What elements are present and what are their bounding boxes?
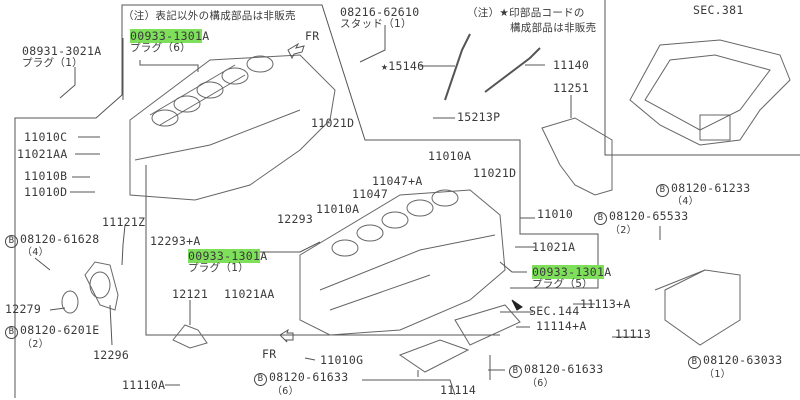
part-qty: （4） [672, 196, 699, 207]
part-label[interactable]: 11114 [440, 383, 477, 397]
part-label[interactable]: 11010A [316, 202, 360, 216]
frame-sec381 [604, 0, 800, 156]
fr-arrow-bottom [279, 328, 294, 343]
note-star-line1: （注）★印部品コードの [467, 7, 585, 19]
part-label[interactable]: 11251 [553, 81, 590, 95]
bolt-marker-icon: B [254, 373, 267, 386]
part-label[interactable]: 11010 [537, 207, 574, 221]
part-label-00933-right[interactable]: 00933-1301A [532, 265, 612, 279]
bolt-marker-icon: B [688, 356, 701, 369]
part-label[interactable]: 08216-62610 [340, 5, 420, 19]
fr-direction-bottom: FR [262, 347, 277, 361]
part-qty: （1） [704, 369, 731, 380]
part-qty: （6） [272, 386, 299, 397]
bolt-marker-icon: B [5, 326, 18, 339]
part-label[interactable]: 11010G [320, 353, 364, 367]
part-label[interactable]: 11010D [24, 185, 68, 199]
part-qty: （2） [22, 339, 49, 350]
bolt-marker-icon: B [656, 184, 669, 197]
part-desc: プラグ（6） [130, 42, 191, 54]
part-label[interactable]: 11021AA [224, 287, 275, 301]
part-label[interactable]: 11010B [24, 169, 68, 183]
frame-upper [14, 4, 535, 398]
sec144-arrow [511, 299, 523, 311]
part-qty: （4） [22, 247, 49, 258]
pump [172, 324, 208, 349]
part-label[interactable]: 11010A [428, 149, 472, 163]
part-label[interactable]: 11113 [615, 327, 652, 341]
part-label[interactable]: 11021A [532, 240, 576, 254]
part-label[interactable]: 11047 [352, 187, 389, 201]
part-qty: （2） [610, 225, 637, 236]
part-desc: プラグ（1） [188, 262, 249, 274]
part-label[interactable]: 11047+A [372, 174, 423, 188]
oil-pan [629, 39, 791, 146]
baffle-plates [398, 269, 741, 373]
part-label[interactable]: 11114+A [536, 319, 587, 333]
bolt-marker-icon: B [509, 365, 522, 378]
part-label[interactable]: 15213P [457, 110, 501, 124]
gasket [541, 117, 613, 196]
part-desc: スタッド（1） [340, 18, 412, 30]
leader-lines [34, 25, 661, 396]
part-qty: （6） [527, 378, 554, 389]
rear-seal-housing [61, 261, 119, 314]
part-label[interactable]: 11140 [553, 58, 590, 72]
part-label[interactable]: 12279 [5, 302, 42, 316]
bolt-marker-icon: B [5, 235, 18, 248]
section-ref-381[interactable]: SEC.381 [693, 3, 744, 17]
part-label[interactable]: 12296 [93, 348, 130, 362]
dipstick-guide [444, 33, 471, 101]
part-label[interactable]: 12293+A [150, 234, 201, 248]
fr-arrow-top [287, 42, 305, 60]
part-label-00933-top[interactable]: 00933-1301A [130, 29, 210, 43]
part-label[interactable]: 12293 [277, 212, 314, 226]
part-label[interactable]: 11021D [311, 116, 355, 130]
part-desc: プラグ（5） [532, 278, 593, 290]
part-label[interactable]: 11110A [122, 378, 166, 392]
section-ref-144[interactable]: SEC.144 [529, 304, 580, 318]
note-not-sold-separately: （注）表記以外の構成部品は非販売 [123, 10, 296, 22]
part-label[interactable]: 12121 [172, 287, 209, 301]
fr-direction-top: FR [305, 29, 320, 43]
frame-11010 [510, 218, 599, 289]
part-label[interactable]: 11021AA [17, 147, 68, 161]
part-label[interactable]: ★15146 [381, 59, 425, 73]
part-label[interactable]: 11021D [473, 166, 517, 180]
part-label[interactable]: 11010C [24, 130, 68, 144]
frame-mid [140, 115, 365, 335]
part-desc: プラグ（1） [22, 57, 83, 69]
engine-block-upper [129, 54, 336, 201]
engine-block-lower [299, 189, 506, 336]
part-label-00933-mid[interactable]: 00933-1301A [188, 249, 268, 263]
dipstick [484, 47, 541, 93]
part-label[interactable]: 11121Z [102, 215, 146, 229]
part-label[interactable]: 08931-3021A [22, 44, 102, 58]
note-star-line2: 構成部品は非販売 [510, 22, 597, 34]
frame-lower [145, 165, 500, 336]
bolt-marker-icon: B [594, 212, 607, 225]
part-label[interactable]: 11113+A [580, 297, 631, 311]
